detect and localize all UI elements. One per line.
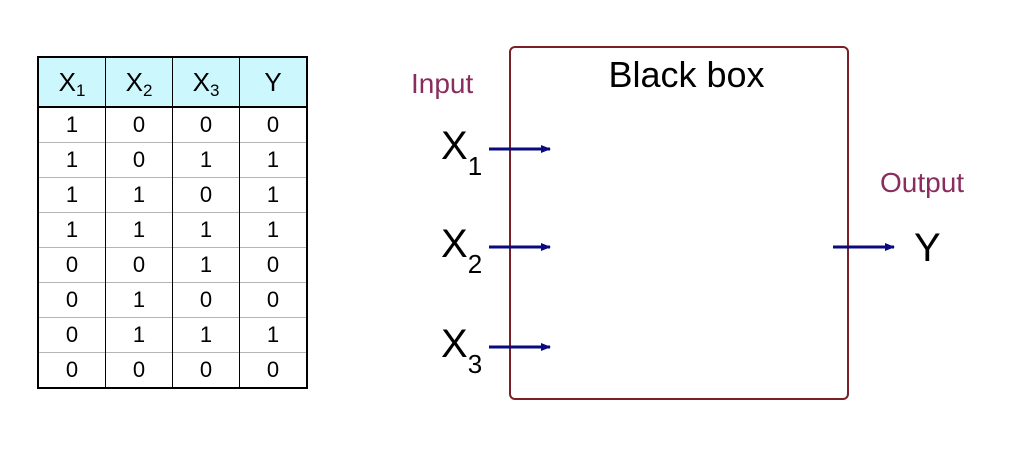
cell: 0 bbox=[172, 352, 240, 388]
cell: 0 bbox=[38, 352, 106, 388]
cell: 1 bbox=[105, 317, 173, 353]
table-header-row: X1 X2 X3 Y bbox=[38, 57, 307, 108]
cell: 0 bbox=[105, 107, 173, 143]
table-row: 0 0 0 0 bbox=[38, 352, 307, 388]
cell: 1 bbox=[239, 212, 307, 248]
table-row: 1 1 1 1 bbox=[38, 212, 307, 248]
cell: 1 bbox=[38, 177, 106, 213]
cell: 0 bbox=[239, 352, 307, 388]
truth-table: X1 X2 X3 Y 1 0 0 0 1 0 1 1 1 1 0 1 1 1 1 bbox=[37, 56, 308, 389]
cell: 0 bbox=[172, 177, 240, 213]
table-row: 1 1 0 1 bbox=[38, 177, 307, 213]
cell: 1 bbox=[172, 212, 240, 248]
table-row: 1 0 1 1 bbox=[38, 142, 307, 178]
header-x1: X1 bbox=[38, 57, 106, 108]
cell: 0 bbox=[172, 282, 240, 318]
cell: 1 bbox=[65, 112, 79, 137]
cell: 1 bbox=[239, 142, 307, 178]
input-x3-label: X3 bbox=[441, 322, 483, 379]
input-label: Input bbox=[411, 68, 474, 99]
header-x2: X2 bbox=[105, 57, 173, 108]
cell: 0 bbox=[239, 282, 307, 318]
cell: 1 bbox=[239, 317, 307, 353]
cell: 0 bbox=[239, 247, 307, 283]
cell: 0 bbox=[105, 352, 173, 388]
header-y: Y bbox=[239, 57, 307, 108]
input-x2-label: X2 bbox=[441, 222, 483, 279]
cell: 1 bbox=[172, 142, 240, 178]
cell: 0 bbox=[172, 107, 240, 143]
black-box bbox=[509, 46, 849, 400]
cell: 0 bbox=[38, 317, 106, 353]
cell: 1 bbox=[105, 282, 173, 318]
cell: 0 bbox=[38, 282, 106, 318]
table-row: 1 0 0 0 bbox=[38, 107, 307, 143]
cell: 0 bbox=[105, 247, 173, 283]
cell: 0 bbox=[239, 107, 307, 143]
cell: 0 bbox=[38, 247, 106, 283]
black-box-title: Black box bbox=[608, 54, 765, 95]
output-label: Output bbox=[880, 167, 965, 198]
table-row: 0 1 1 1 bbox=[38, 317, 307, 353]
output-y-label: Y bbox=[914, 226, 941, 270]
cell: 1 bbox=[172, 317, 240, 353]
cell: 1 bbox=[105, 177, 173, 213]
cell: 1 bbox=[38, 212, 106, 248]
table-row: 0 0 1 0 bbox=[38, 247, 307, 283]
cell: 0 bbox=[105, 142, 173, 178]
input-x1-label: X1 bbox=[441, 124, 483, 181]
cell: 1 bbox=[38, 142, 106, 178]
cell: 1 bbox=[239, 177, 307, 213]
cell: 1 bbox=[172, 247, 240, 283]
cell: 1 bbox=[105, 212, 173, 248]
header-x3: X3 bbox=[172, 57, 240, 108]
table-row: 0 1 0 0 bbox=[38, 282, 307, 318]
